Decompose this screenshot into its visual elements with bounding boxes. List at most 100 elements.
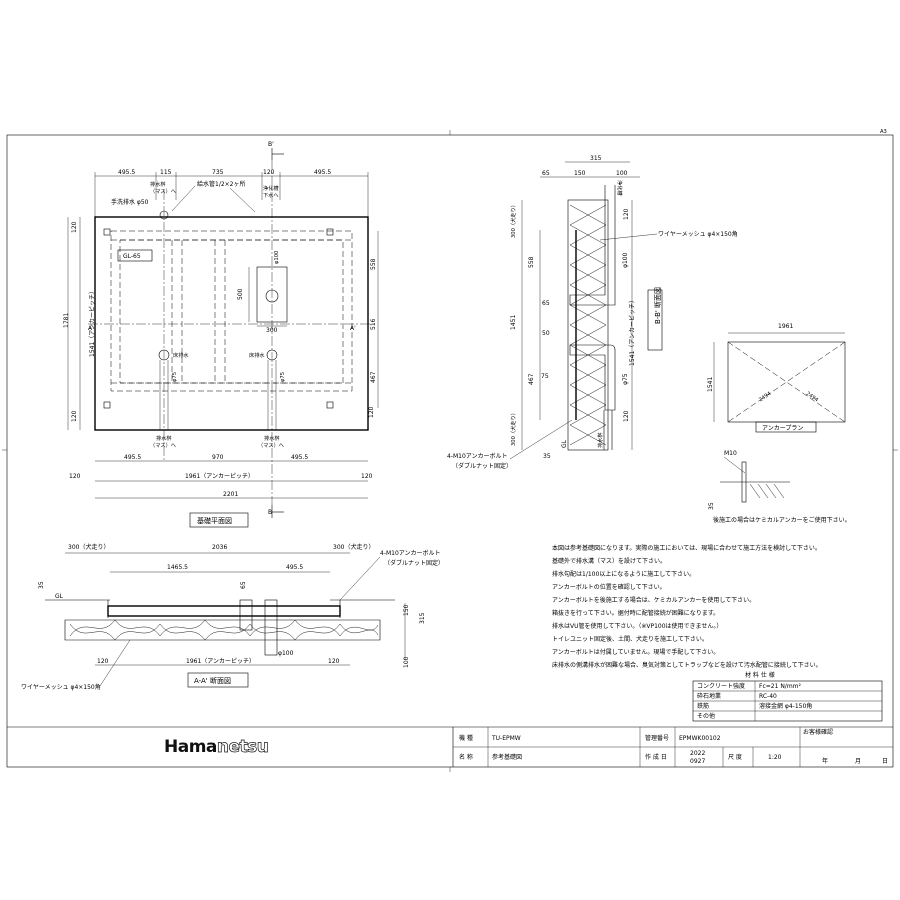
bb-phi75: φ75 xyxy=(622,373,629,385)
plan-section-a2: A' xyxy=(350,325,356,332)
plan-section-b-top: B' xyxy=(268,141,274,148)
name-value: 参考基礎図 xyxy=(492,753,522,761)
aa-phi100: φ100 xyxy=(278,650,294,657)
plan-dim-top-2: 115 xyxy=(160,169,172,176)
bb-drain: 排水桝 xyxy=(596,432,604,448)
aa-dim-1961: 1961（アンカーピッチ） xyxy=(186,658,255,665)
mat-label-2: 砕石地業 xyxy=(697,692,721,700)
anchor-br xyxy=(326,401,334,409)
bb-dim-1541: 1541（アンカーピッチ） xyxy=(629,297,636,366)
materials-header: 材 料 仕 様 xyxy=(745,671,775,679)
plan-dim-1541: 1541（アンカーピッチ） xyxy=(89,288,96,357)
note-9: アンカーボルトは付属していません。現場で手配して下さい。 xyxy=(552,648,719,656)
bb-dim-65v: 65 xyxy=(542,300,550,307)
aa-dim-315: 315 xyxy=(419,612,426,624)
anchor-tr xyxy=(326,228,334,236)
plan-gl-label: GL-65 xyxy=(123,253,141,260)
note-7: 排水はVU管を使用して下さい。（※VP100は使用できません。） xyxy=(552,622,722,630)
aa-dim-495: 495.5 xyxy=(286,564,303,571)
confirm-day: 日 xyxy=(882,758,888,765)
svg-text:下水へ: 下水へ xyxy=(263,191,279,199)
note-8: トイレユニット固定後、土間、犬走りを施工して下さい。 xyxy=(552,635,708,643)
note-5: アンカーボルトを後施工する場合は、ケミカルアンカーを使用して下さい。 xyxy=(552,596,755,604)
mat-label-3: 鉄筋 xyxy=(697,702,709,710)
plan-dim-120-top: 120 xyxy=(71,221,78,233)
section-aa: 300（犬走り） 2036 300（犬走り） 1465.5 495.5 4-M1… xyxy=(21,543,444,691)
plan-dim-2201: 2201 xyxy=(223,491,238,498)
anchor-plan-diag1: 2494 xyxy=(758,390,773,403)
bb-dim-300b: 300（犬走り） xyxy=(509,410,517,446)
bb-phi100: φ100 xyxy=(622,252,629,268)
plan-drain-bottom-1: 排水桝 xyxy=(156,434,172,442)
aa-title: A-A' 断面図 xyxy=(194,676,231,685)
plan-dim-500: 500 xyxy=(237,288,244,300)
aa-mesh-note: ワイヤーメッシュ φ4×150角 xyxy=(21,683,101,691)
anchor-plan-height: 1541 xyxy=(707,377,714,392)
bb-dim-467: 467 xyxy=(528,373,535,385)
aa-anchor-note2: （ダブルナット固定） xyxy=(384,559,444,567)
aa-anchor-note: 4-M10アンカーボルト xyxy=(380,549,441,557)
svg-text:（マス）へ: （マス）へ xyxy=(150,442,176,449)
brand-logo: Hamanetsu xyxy=(164,737,268,757)
bb-dim-120b: 120 xyxy=(623,410,630,422)
bb-dim-558: 558 xyxy=(528,256,535,268)
mat-label-4: その他 xyxy=(697,712,715,720)
plan-title: 基礎平面図 xyxy=(197,516,232,525)
bb-dim-120a: 120 xyxy=(623,208,630,220)
svg-text:（マス）へ: （マス）へ xyxy=(258,442,284,449)
detail-note: 後施工の場合はケミカルアンカーをご使用下さい。 xyxy=(713,516,851,524)
notes-list: 本図は参考基礎図になります。実際の施工においては、現場に合わせて施工方法を検討し… xyxy=(552,544,822,669)
bb-dim-150: 150 xyxy=(574,170,586,177)
scale-value: 1:20 xyxy=(768,754,782,761)
materials-table: 材 料 仕 様 コンクリート強度 Fc=21 N/mm² 砕石地業 RC-40 … xyxy=(692,671,883,722)
plan-dim-top-4: 120 xyxy=(263,169,275,176)
aa-dim-150: 150 xyxy=(403,604,410,616)
plan-dim-516: 516 xyxy=(370,318,377,330)
note-6: 箱抜きを行って下さい。据付時に配管接続が困難になります。 xyxy=(552,609,719,617)
aa-dim-35: 35 xyxy=(38,581,45,589)
plan-dim-1781: 1781 xyxy=(63,313,70,328)
aa-gl: GL xyxy=(55,593,64,600)
note-2: 基礎外で排水溝（マス）を設けて下さい。 xyxy=(552,557,666,565)
section-bb: 315 65 150 100 浄化槽 排水桝 φ100 φ75 300（犬走り）… xyxy=(447,155,738,470)
bb-anchor-note2: （ダブルナット固定） xyxy=(452,462,512,470)
date-label: 作 成 日 xyxy=(645,753,667,761)
title-block: Hamanetsu 機 種 TU-EPMW 管理番号 EPMWK00102 名 … xyxy=(7,726,893,767)
plan-phi100: φ100 xyxy=(274,251,280,264)
bb-dim-75: 75 xyxy=(541,373,549,380)
bb-title: B-B' 断面図 xyxy=(653,287,662,324)
plan-dim-467: 467 xyxy=(370,371,377,383)
plan-section-b-bottom: B xyxy=(268,509,272,516)
svg-text:（マス）へ: （マス）へ xyxy=(150,188,176,195)
plan-dim-bot-3: 495.5 xyxy=(291,454,308,461)
aa-dim-120b: 120 xyxy=(328,658,340,665)
plan-drain-bottom-2: 排水桝 xyxy=(264,434,280,442)
aa-dim-120a: 120 xyxy=(97,658,109,665)
plan-dim-bot-120b: 120 xyxy=(361,473,373,480)
plan-dim-top-1: 495.5 xyxy=(118,169,135,176)
bb-dim-315: 315 xyxy=(590,155,602,162)
sheet-size-label: A3 xyxy=(880,129,887,135)
note-4: アンカーボルトの位置を確認して下さい。 xyxy=(552,583,666,591)
name-label: 名 称 xyxy=(459,753,473,761)
note-1: 本図は参考基礎図になります。実際の施工においては、現場に合わせて施工方法を検討し… xyxy=(552,544,821,552)
plan-dim-120-bot: 120 xyxy=(71,410,78,422)
aa-dim-1465: 1465.5 xyxy=(167,564,188,571)
plan-dim-bot-120a: 120 xyxy=(69,473,81,480)
plan-hand-wash-note: 手洗排水 φ50 xyxy=(111,198,149,206)
mat-value-2: RC-40 xyxy=(759,693,777,700)
bb-dim-300a: 300（犬走り） xyxy=(509,202,517,238)
scale-label: 尺 度 xyxy=(728,753,742,761)
note-3: 排水勾配は1/100以上になるように施工して下さい。 xyxy=(552,570,695,578)
aa-dim-100: 100 xyxy=(403,656,410,668)
confirm-year: 年 xyxy=(822,757,828,765)
plan-floor-drain-1: 床排水 xyxy=(173,351,189,359)
foundation-plan: 495.5 115 735 120 495.5 給水管1/2×2ヶ所 手洗排水 … xyxy=(63,141,379,528)
plan-dim-300: 300 xyxy=(266,327,278,334)
plan-slab xyxy=(94,216,369,431)
bb-gl: GL xyxy=(561,439,568,448)
plan-dim-bot-1961: 1961（アンカーピッチ） xyxy=(185,473,254,480)
bb-dim-50: 50 xyxy=(542,330,550,337)
plan-phi75-left: φ75 xyxy=(172,372,178,382)
